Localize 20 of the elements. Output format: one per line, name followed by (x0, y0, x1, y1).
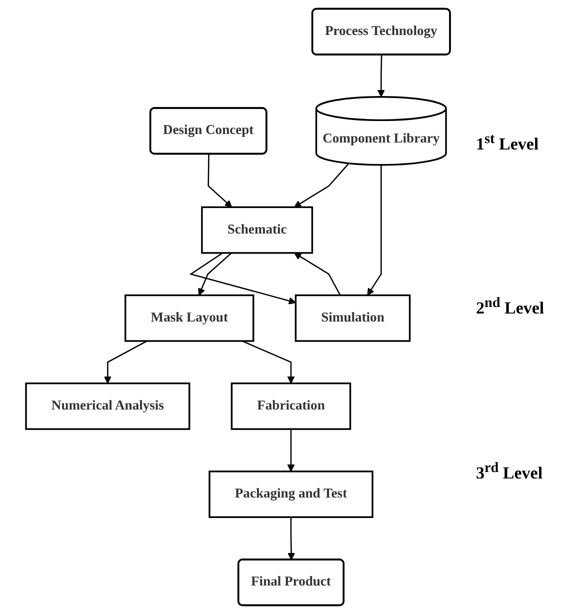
arrow (377, 54, 385, 98)
arrow (242, 340, 295, 384)
arrow (367, 164, 382, 296)
level-label: 2$^{nd}$ Level (476, 295, 546, 319)
node-box: Numerical Analysis (25, 382, 190, 430)
arrow (208, 154, 232, 208)
arrow (288, 517, 295, 560)
arrow (104, 340, 148, 384)
arrow (198, 252, 232, 296)
arrow (294, 252, 341, 296)
arrow (287, 429, 295, 472)
node-box: Schematic (201, 206, 314, 254)
node-box: Fabrication (230, 382, 352, 430)
node-box: Mask Layout (124, 294, 254, 342)
node-box: Simulation (294, 294, 411, 342)
node-box: Packaging and Test (208, 470, 374, 518)
level-label: 1$^{st}$ Level (476, 130, 540, 154)
level-label: 3$^{rd}$ Level (476, 460, 544, 484)
arrow (294, 162, 350, 208)
arrow (189, 252, 296, 304)
